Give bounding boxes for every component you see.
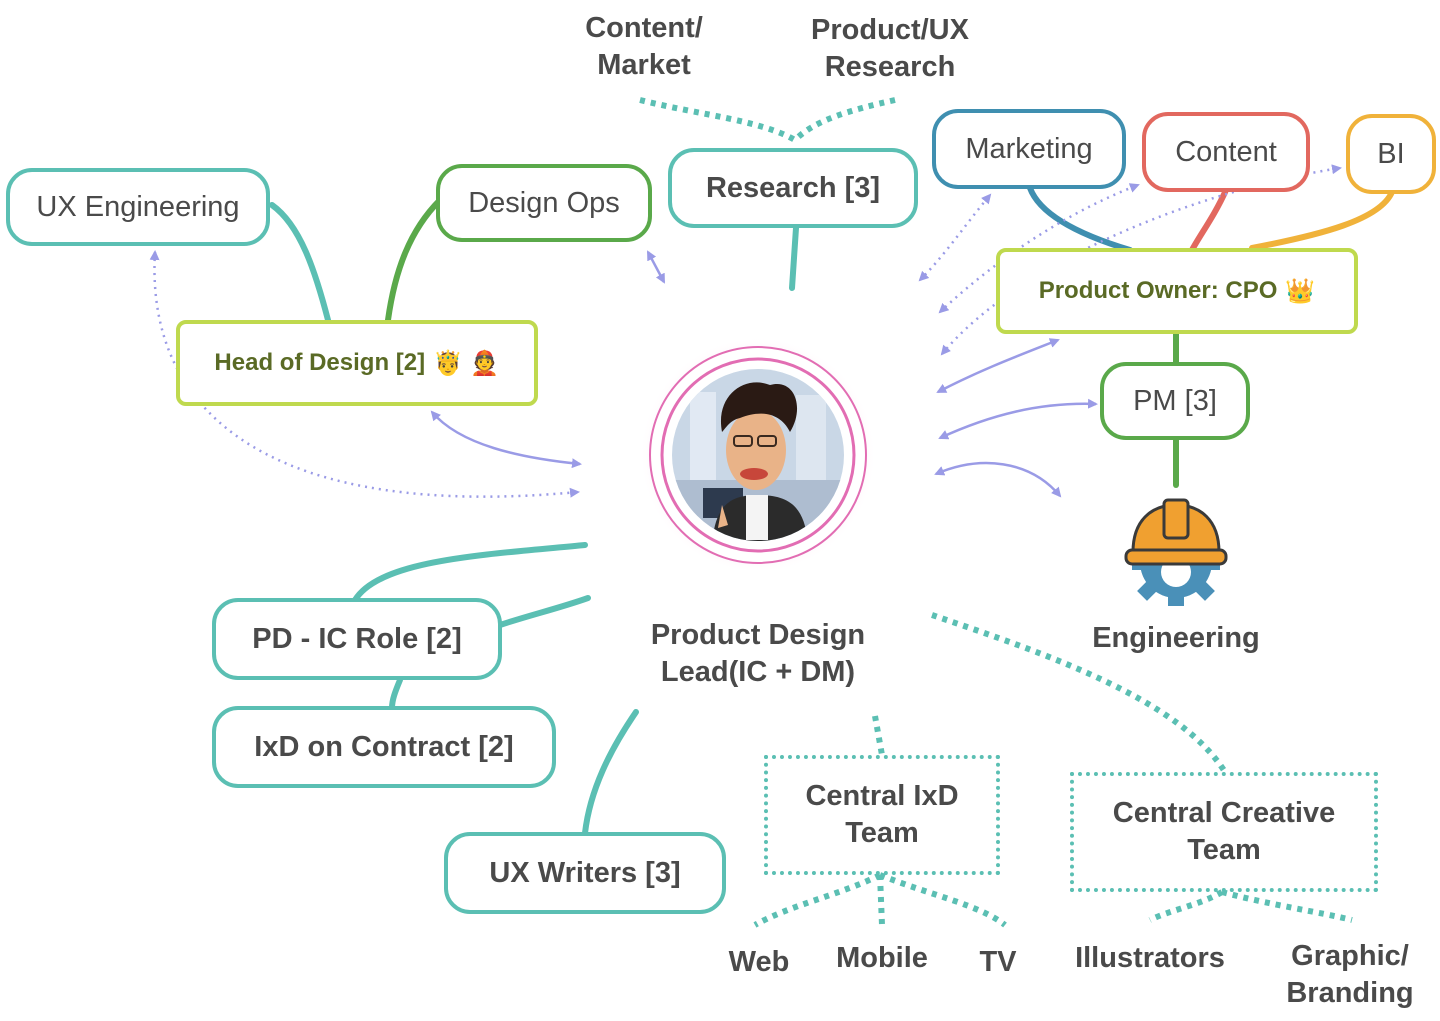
node-label: IxD on Contract [2]: [254, 730, 514, 763]
branch-pd-ic-2: [497, 595, 591, 628]
dotted-graphic: [1221, 889, 1353, 923]
label-content-market: Content/ Market: [585, 12, 703, 81]
node-label: Content: [1175, 135, 1277, 168]
node-bi[interactable]: BI: [1346, 114, 1436, 194]
node-label: Product Owner: CPO: [1038, 277, 1278, 304]
crown-icon: 👑: [1285, 277, 1316, 305]
dotted-tv: [878, 872, 1007, 928]
arrow-engineering: [934, 461, 1062, 498]
node-design-ops[interactable]: Design Ops: [436, 164, 652, 242]
node-label: Research [3]: [705, 171, 881, 204]
node-research[interactable]: Research [3]: [668, 148, 918, 228]
label-graphic-branding: Graphic/ Branding: [1286, 940, 1414, 1009]
label-mobile: Mobile: [836, 942, 928, 974]
node-content[interactable]: Content: [1142, 112, 1310, 192]
node-pm[interactable]: PM [3]: [1100, 362, 1250, 440]
branch-ux-engineering: [269, 202, 331, 323]
node-ux-writers[interactable]: UX Writers [3]: [444, 832, 726, 914]
arrow-head-of-design: [430, 410, 582, 469]
branch-bi: [1249, 189, 1395, 251]
node-label: Central Creative Team: [1112, 797, 1336, 866]
arrow-design-ops: [646, 250, 666, 284]
arrow-pm: [938, 398, 1098, 440]
node-central-ixd[interactable]: Central IxD Team: [764, 755, 1000, 875]
node-label: PM [3]: [1133, 384, 1217, 417]
node-pd-ic-role[interactable]: PD - IC Role [2]: [212, 598, 502, 680]
node-marketing[interactable]: Marketing: [932, 109, 1126, 189]
hardhat-gear-icon: [1124, 498, 1228, 606]
branch-content: [1189, 187, 1229, 253]
node-label: Central IxD Team: [805, 780, 959, 849]
label-product-design-lead: Product Design Lead(IC + DM): [650, 619, 866, 688]
dotted-web: [753, 872, 882, 928]
node-label: Marketing: [965, 132, 1093, 165]
node-label: UX Writers [3]: [489, 856, 681, 889]
branch-marketing: [1027, 185, 1133, 253]
node-ux-engineering[interactable]: UX Engineering: [6, 168, 270, 246]
dotted-product-research: [792, 97, 896, 143]
dotted-arrow-marketing: [918, 193, 992, 282]
branch-design-ops: [385, 197, 443, 323]
dotted-central-ixd: [872, 715, 885, 756]
dotted-illustrators: [1148, 889, 1224, 923]
node-product-owner[interactable]: Product Owner: CPO 👑: [996, 248, 1358, 334]
label-tv: TV: [979, 946, 1017, 978]
label-web: Web: [728, 946, 790, 978]
node-central-creative[interactable]: Central Creative Team: [1070, 772, 1378, 892]
branch-ixd-contract: [389, 677, 403, 711]
label-illustrators: Illustrators: [1075, 942, 1225, 974]
avatar: [640, 337, 876, 573]
branch-research: [789, 225, 799, 291]
node-label: Design Ops: [468, 186, 620, 219]
arrow-product-owner: [936, 338, 1060, 394]
node-label: BI: [1377, 137, 1405, 170]
dotted-content-market: [639, 97, 797, 143]
dotted-mobile: [877, 874, 885, 926]
node-head-of-design[interactable]: Head of Design [2] 🤴 👲: [176, 320, 538, 406]
node-ixd-contract[interactable]: IxD on Contract [2]: [212, 706, 556, 788]
branch-ux-writers: [582, 709, 639, 836]
branch-pd-ic: [352, 542, 588, 603]
crown-icon: 🤴 👲: [433, 349, 500, 377]
node-label: PD - IC Role [2]: [252, 622, 462, 655]
label-product-ux-research: Product/UX Research: [811, 14, 969, 83]
node-label: UX Engineering: [36, 190, 240, 223]
label-engineering: Engineering: [1092, 622, 1260, 654]
node-label: Head of Design [2]: [214, 349, 426, 376]
